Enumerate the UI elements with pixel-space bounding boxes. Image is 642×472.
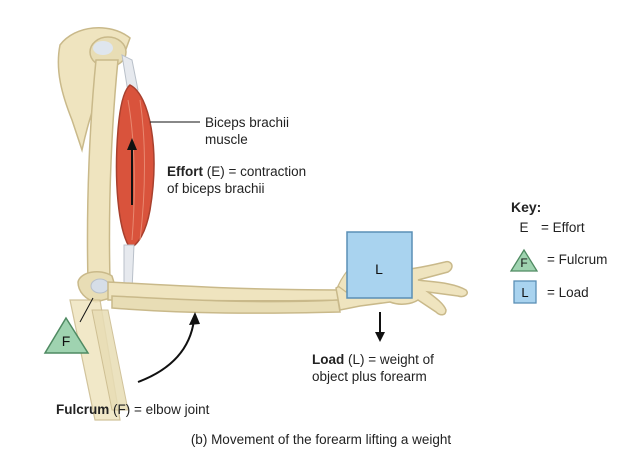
effort-label: Effort (E) = contraction of biceps brach… (167, 163, 306, 197)
key-fulcrum-triangle (509, 248, 539, 272)
fulcrum-triangle (43, 316, 90, 354)
rotation-arrow (137, 319, 195, 383)
load-label-bold: Load (312, 352, 345, 367)
key-row-effort: E = Effort (513, 220, 585, 235)
key-effort-label: = Effort (541, 220, 585, 235)
effort-label-rest: (E) = contraction (203, 164, 307, 179)
load-box-letter: L (375, 261, 383, 277)
load-label-line2: object plus forearm (312, 369, 427, 384)
key-effort-symbol: E (519, 220, 529, 235)
fulcrum-pointer-line (79, 297, 94, 323)
key-load-symbol: L (521, 285, 528, 300)
fulcrum-label: Fulcrum (F) = elbow joint (56, 401, 209, 418)
effort-label-bold: Effort (167, 164, 203, 179)
load-box (346, 231, 413, 299)
key-fulcrum-label: = Fulcrum (547, 252, 608, 267)
fulcrum-label-bold: Fulcrum (56, 402, 110, 417)
key-load-label: = Load (547, 285, 589, 300)
load-label-rest: (L) = weight of (344, 352, 434, 367)
load-label: Load (L) = weight of object plus forearm (312, 351, 434, 385)
key-fulcrum-symbol: F (520, 256, 527, 270)
fulcrum-label-rest: (F) = elbow joint (109, 402, 210, 417)
radius (111, 295, 341, 314)
biceps-label: Biceps brachii muscle (205, 114, 289, 148)
key-title: Key: (511, 199, 542, 215)
effort-label-line2: of biceps brachii (167, 181, 265, 196)
fulcrum-triangle-letter: F (62, 333, 71, 349)
biceps-label-line1: Biceps brachii (205, 115, 290, 130)
biceps-muscle (115, 84, 155, 249)
figure-caption: (b) Movement of the forearm lifting a we… (190, 432, 452, 447)
key-load-box (513, 280, 537, 304)
biceps-label-line2: muscle (205, 132, 248, 147)
